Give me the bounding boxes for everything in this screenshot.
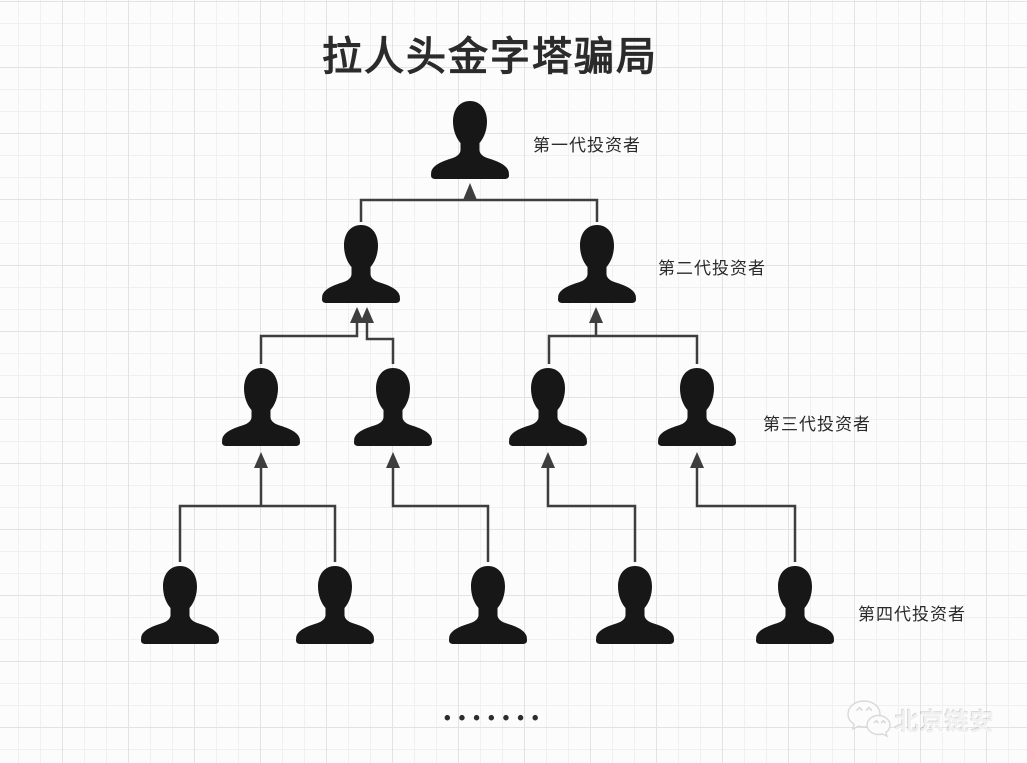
person-gen1-1 [430, 100, 510, 180]
person-gen4-3 [448, 565, 528, 645]
person-silhouette-icon [756, 566, 834, 644]
person-silhouette-icon [431, 101, 509, 179]
person-silhouette-icon [596, 566, 674, 644]
person-gen3-2 [353, 367, 433, 447]
person-silhouette-icon [141, 566, 219, 644]
label-gen3: 第三代投资者 [763, 415, 871, 434]
person-gen4-1 [140, 565, 220, 645]
label-gen4: 第四代投资者 [858, 605, 966, 624]
person-silhouette-icon [222, 368, 300, 446]
person-gen4-4 [595, 565, 675, 645]
watermark-text: 北京链安 [895, 708, 995, 736]
person-gen2-1 [321, 224, 401, 304]
person-gen3-1 [221, 367, 301, 447]
watermark: 北京链安 [845, 698, 995, 740]
person-gen3-3 [508, 367, 588, 447]
continuation-dots: ••••••• [444, 708, 547, 729]
person-silhouette-icon [322, 225, 400, 303]
person-silhouette-icon [296, 566, 374, 644]
person-silhouette-icon [658, 368, 736, 446]
person-silhouette-icon [449, 566, 527, 644]
person-silhouette-icon [354, 368, 432, 446]
label-gen1: 第一代投资者 [533, 136, 641, 155]
person-gen3-4 [657, 367, 737, 447]
diagram-title: 拉人头金字塔骗局 [322, 35, 658, 79]
label-gen2: 第二代投资者 [658, 259, 766, 278]
person-gen4-5 [755, 565, 835, 645]
wechat-icon [847, 700, 891, 738]
person-silhouette-icon [558, 225, 636, 303]
person-gen2-2 [557, 224, 637, 304]
person-silhouette-icon [509, 368, 587, 446]
person-gen4-2 [295, 565, 375, 645]
